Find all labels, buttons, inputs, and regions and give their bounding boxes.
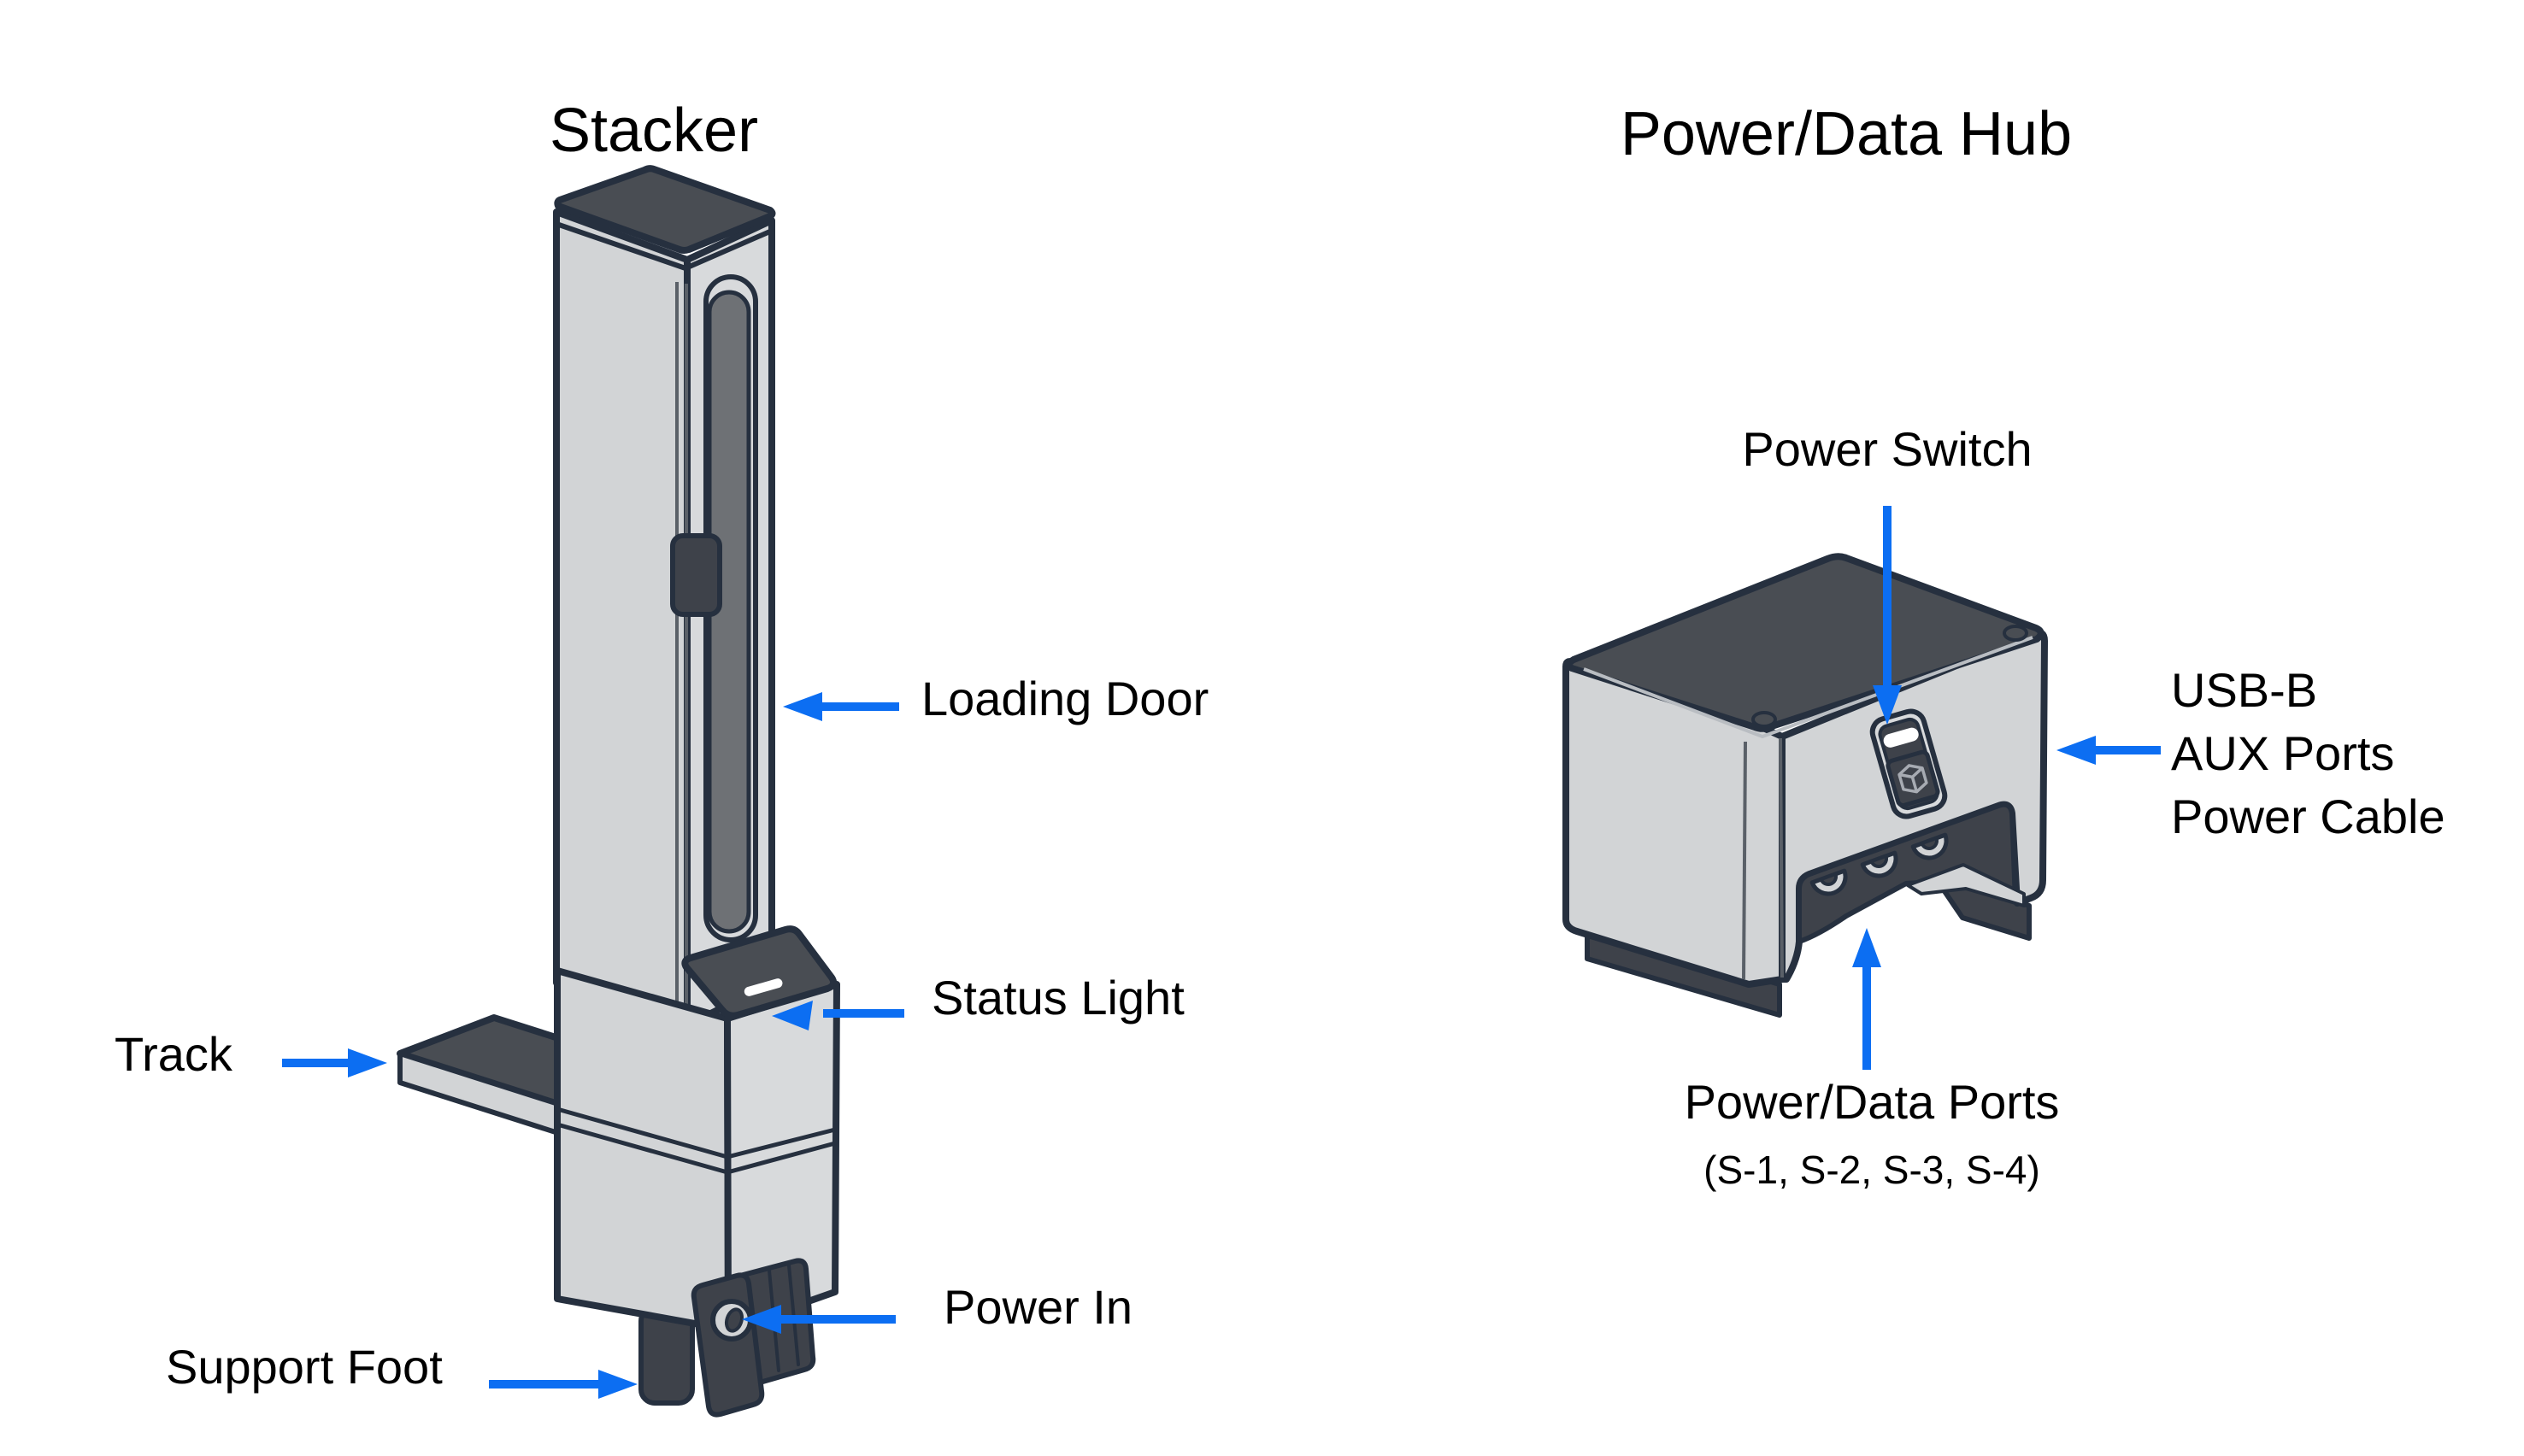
usb-aux-label-block: USB-B AUX Ports Power Cable xyxy=(2171,666,2445,856)
hub-top-face xyxy=(1565,553,2044,732)
base-seam-line xyxy=(555,1107,838,1160)
hub-title: Power/Data Hub xyxy=(1620,100,2073,168)
stacker-column-left-face xyxy=(553,208,691,1029)
stacker-top-cap xyxy=(554,165,776,254)
rocker-cube-glyph xyxy=(1897,764,1928,794)
hub-illustration xyxy=(1562,506,2161,1070)
usb-aux-arrowhead xyxy=(2056,736,2096,765)
hub-top-lip xyxy=(1583,636,2033,739)
stacker-illustration xyxy=(282,165,904,1418)
support-foot-label: Support Foot xyxy=(166,1340,443,1394)
ports-arrowhead xyxy=(1852,928,1881,967)
switch-indicator xyxy=(1883,727,1919,748)
power-in-arrowhead xyxy=(742,1305,781,1334)
power-data-ports-sublabel: (S-1, S-2, S-3, S-4) xyxy=(1703,1148,2040,1192)
status-light-led xyxy=(744,978,783,996)
power-in-pinhole xyxy=(724,1307,744,1333)
status-light-label: Status Light xyxy=(932,971,1185,1024)
power-in-label: Power In xyxy=(944,1280,1133,1334)
screw-hole xyxy=(1751,711,1777,728)
loading-door-arrowhead xyxy=(783,692,822,721)
loading-door-label: Loading Door xyxy=(921,672,1209,725)
power-cable-label: Power Cable xyxy=(2171,790,2445,843)
base-seam-line xyxy=(555,1122,838,1175)
usb-b-label: USB-B xyxy=(2171,663,2318,717)
power-switch-arrowhead xyxy=(1873,685,1902,725)
power-data-ports-label: Power/Data Ports xyxy=(1684,1075,2060,1129)
track-label: Track xyxy=(115,1027,232,1081)
power-in-bracket-plate xyxy=(691,1272,765,1418)
cavity-floor-edge xyxy=(1906,863,2026,907)
stacker-title: Stacker xyxy=(549,97,759,165)
power-switch-panel xyxy=(1869,708,1948,819)
status-light-arrowhead xyxy=(772,1001,813,1030)
loading-door-handle xyxy=(670,533,722,617)
port-cavity xyxy=(1797,801,2018,944)
support-foot-arrowhead xyxy=(598,1370,638,1399)
hub-corner-edge xyxy=(1742,741,1747,980)
screw-hole xyxy=(2003,625,2028,642)
port-s1 xyxy=(1809,868,1848,896)
port-s2 xyxy=(1860,850,1898,878)
port-s3 xyxy=(1910,832,1949,860)
aux-ports-label: AUX Ports xyxy=(2171,726,2395,780)
hub-corner-edge xyxy=(1779,737,1784,978)
status-panel xyxy=(681,925,838,1019)
power-switch-label: Power Switch xyxy=(1742,422,2033,476)
column-seam-line xyxy=(554,221,774,271)
track-arrowhead xyxy=(348,1048,387,1077)
